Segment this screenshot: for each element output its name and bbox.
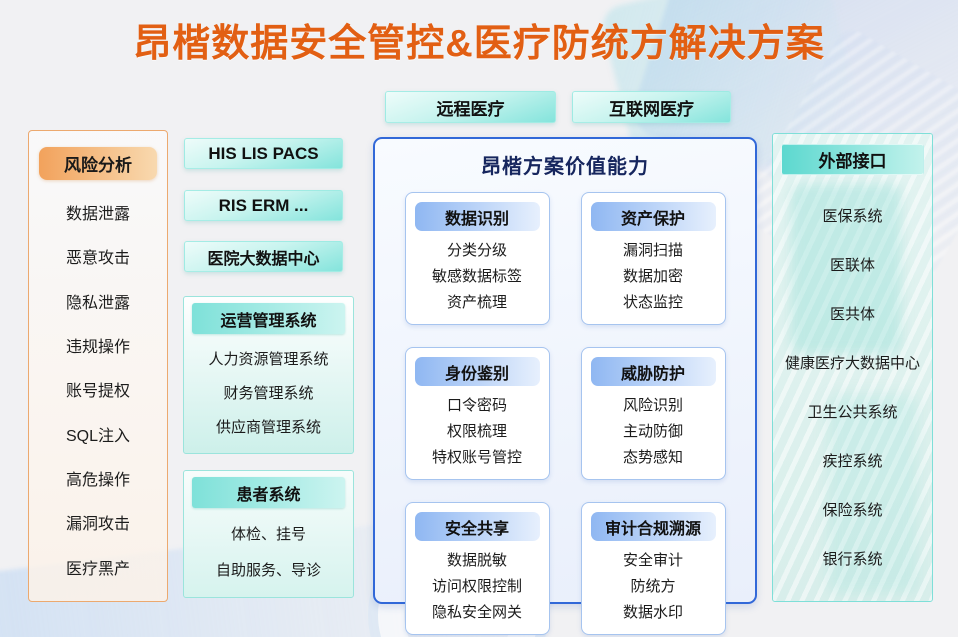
capability-box-secure-sharing: 安全共享 数据脱敏 访问权限控制 隐私安全网关 xyxy=(404,502,550,635)
operation-management-box: 运营管理系统 人力资源管理系统 财务管理系统 供应商管理系统 xyxy=(183,296,354,454)
external-item: 医保系统 xyxy=(822,208,883,225)
capability-item: 特权账号管控 xyxy=(431,449,522,466)
operation-item: 人力资源管理系统 xyxy=(208,351,329,369)
risk-item: 漏洞攻击 xyxy=(65,516,130,534)
capability-box-data-identification: 数据识别 分类分级 敏感数据标签 资产梳理 xyxy=(404,192,550,325)
his-lis-pacs-node: HIS LIS PACS xyxy=(184,138,343,169)
capability-header: 资产保护 xyxy=(590,202,716,231)
capability-item: 分类分级 xyxy=(446,242,507,259)
capability-item: 资产梳理 xyxy=(446,294,507,311)
hospital-bigdata-center-node: 医院大数据中心 xyxy=(184,241,343,272)
operation-item: 财务管理系统 xyxy=(223,384,314,402)
capability-header: 审计合规溯源 xyxy=(590,512,716,541)
capability-item: 数据脱敏 xyxy=(446,552,507,569)
risk-item-list: 数据泄露 恶意攻击 隐私泄露 违规操作 账号提权 SQL注入 高危操作 漏洞攻击… xyxy=(29,184,167,601)
external-item: 医共体 xyxy=(829,306,875,323)
patient-system-header: 患者系统 xyxy=(192,477,345,508)
capability-item: 访问权限控制 xyxy=(431,578,522,595)
patient-system-box: 患者系统 体检、挂号 自助服务、导诊 xyxy=(183,470,354,598)
capability-item: 权限梳理 xyxy=(446,423,507,440)
external-item: 保险系统 xyxy=(822,502,883,519)
capability-item: 口令密码 xyxy=(446,397,507,414)
capability-box-asset-protection: 资产保护 漏洞扫描 数据加密 状态监控 xyxy=(580,192,726,325)
ris-erm-node: RIS ERM ... xyxy=(184,190,343,221)
operation-item: 供应商管理系统 xyxy=(215,418,321,436)
risk-item: 医疗黑产 xyxy=(65,560,130,578)
capability-item: 隐私安全网关 xyxy=(431,604,522,621)
capability-header: 安全共享 xyxy=(414,512,540,541)
risk-item: 违规操作 xyxy=(65,339,130,357)
remote-medical-node: 远程医疗 xyxy=(385,91,556,123)
risk-item: 数据泄露 xyxy=(65,206,130,224)
capability-item: 数据加密 xyxy=(622,268,683,285)
internet-medical-node: 互联网医疗 xyxy=(572,91,731,123)
external-interfaces-header: 外部接口 xyxy=(781,144,924,175)
risk-item: 账号提权 xyxy=(65,383,130,401)
capability-item: 主动防御 xyxy=(622,423,683,440)
capability-item: 状态监控 xyxy=(622,294,683,311)
risk-item: SQL注入 xyxy=(65,427,131,445)
capability-item: 数据水印 xyxy=(622,604,683,621)
external-item: 健康医疗大数据中心 xyxy=(784,355,920,372)
capability-header: 身份鉴别 xyxy=(414,357,540,386)
patient-item: 自助服务、导诊 xyxy=(215,561,321,579)
solution-value-panel: 昂楷方案价值能力 数据识别 分类分级 敏感数据标签 资产梳理 资产保护 漏洞扫描… xyxy=(373,137,757,635)
capability-box-identity-authentication: 身份鉴别 口令密码 权限梳理 特权账号管控 xyxy=(404,347,550,480)
risk-item: 隐私泄露 xyxy=(65,294,130,312)
capability-item: 安全审计 xyxy=(622,552,683,569)
external-item: 银行系统 xyxy=(822,551,883,568)
patient-item: 体检、挂号 xyxy=(230,526,306,544)
risk-analysis-panel: 风险分析 数据泄露 恶意攻击 隐私泄露 违规操作 账号提权 SQL注入 高危操作… xyxy=(28,130,168,602)
patient-item-list: 体检、挂号 自助服务、导诊 xyxy=(184,510,353,597)
capability-box-audit-compliance: 审计合规溯源 安全审计 防统方 数据水印 xyxy=(580,502,726,635)
capability-item: 漏洞扫描 xyxy=(622,242,683,259)
risk-item: 高危操作 xyxy=(65,472,130,490)
capability-item: 敏感数据标签 xyxy=(431,268,522,285)
page-title: 昂楷数据安全管控&医疗防统方解决方案 xyxy=(133,23,825,65)
capability-item: 态势感知 xyxy=(622,449,683,466)
operation-item-list: 人力资源管理系统 财务管理系统 供应商管理系统 xyxy=(184,336,353,453)
external-item: 医联体 xyxy=(829,257,875,274)
capability-box-threat-protection: 威胁防护 风险识别 主动防御 态势感知 xyxy=(580,347,726,480)
capability-header: 数据识别 xyxy=(414,202,540,231)
risk-item: 恶意攻击 xyxy=(65,250,130,268)
capability-item: 风险识别 xyxy=(622,397,683,414)
external-interfaces-panel: 外部接口 医保系统 医联体 医共体 健康医疗大数据中心 卫生公共系统 疾控系统 … xyxy=(772,133,933,602)
risk-analysis-header: 风险分析 xyxy=(39,147,157,180)
external-item: 疾控系统 xyxy=(822,453,883,470)
capability-header: 威胁防护 xyxy=(590,357,716,386)
solution-panel-title: 昂楷方案价值能力 xyxy=(481,156,649,178)
external-item-list: 医保系统 医联体 医共体 健康医疗大数据中心 卫生公共系统 疾控系统 保险系统 … xyxy=(773,175,932,601)
external-item: 卫生公共系统 xyxy=(807,404,898,421)
operation-management-header: 运营管理系统 xyxy=(192,303,345,334)
capability-item: 防统方 xyxy=(630,578,676,595)
capability-grid: 数据识别 分类分级 敏感数据标签 资产梳理 资产保护 漏洞扫描 数据加密 状态监… xyxy=(375,192,755,635)
